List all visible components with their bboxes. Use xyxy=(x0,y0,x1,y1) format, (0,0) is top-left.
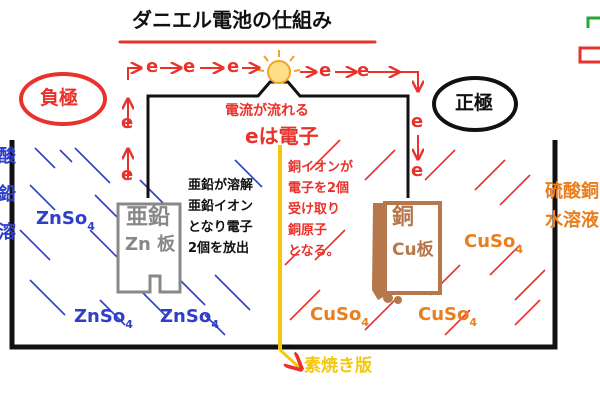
page-title: ダニエル電池の仕組み xyxy=(132,8,332,32)
zinc-note-line: 亜鉛イオン xyxy=(188,199,254,214)
zinc-plate xyxy=(116,202,182,294)
electron-label: e xyxy=(411,160,424,181)
zinc-note-line: 2個を放出 xyxy=(188,241,250,256)
zinc-plate-char: 亜鉛 xyxy=(126,205,171,230)
light-bulb-icon xyxy=(257,50,301,84)
right-solution-label-1: 硫酸銅 xyxy=(545,181,599,202)
left-solution-label-2: 鉛 xyxy=(0,184,16,205)
beaker-outline xyxy=(9,140,558,350)
zinc-plate-label: Zn 板 xyxy=(125,234,176,255)
znso4-label: ZnSo4 xyxy=(36,208,95,233)
electron-label: e xyxy=(227,56,240,77)
current-label: 電流が流れる xyxy=(225,103,309,119)
copper-note-line: となる。 xyxy=(288,244,340,259)
negative-pole-label: 負極 xyxy=(40,87,79,109)
left-solution-label-1: 酸 xyxy=(0,146,16,167)
cuso4-label: CuSo4 xyxy=(418,304,478,329)
copper-plate xyxy=(372,201,442,304)
copper-solution-hatching xyxy=(284,139,546,336)
left-solution-label-3: 溶 xyxy=(0,222,16,243)
electron-definition-label: eは電子 xyxy=(245,124,319,148)
electron-label: e xyxy=(183,56,196,77)
right-solution-label-2: 水溶液 xyxy=(545,210,599,231)
zinc-note-line: となり電子 xyxy=(188,220,253,235)
electron-label: e xyxy=(319,60,332,81)
copper-note-line: 銅原子 xyxy=(288,223,328,238)
copper-note-line: 銅イオンが xyxy=(288,160,354,175)
electron-label: e xyxy=(146,56,159,77)
separator-pointer-arrow xyxy=(278,348,300,368)
electron-label: e xyxy=(121,112,134,133)
copper-note-line: 電子を2個 xyxy=(288,181,350,196)
positive-pole-outline xyxy=(432,76,518,132)
electron-label: e xyxy=(411,111,424,132)
positive-pole-label: 正極 xyxy=(455,92,494,114)
zinc-reaction-note: 亜鉛が溶解 亜鉛イオン となり電子 2個を放出 xyxy=(188,175,253,259)
electron-label: e xyxy=(357,60,370,81)
copper-plate-label: Cu板 xyxy=(392,240,434,260)
copper-reaction-note: 銅イオンが 電子を2個 受け取り 銅原子 となる。 xyxy=(288,157,353,262)
znso4-label: ZnSo4 xyxy=(160,306,219,331)
znso4-label: ZnSo4 xyxy=(74,306,133,331)
negative-pole-outline xyxy=(19,72,107,126)
electron-flow-arrows xyxy=(128,68,418,178)
corner-mark-icon xyxy=(578,16,600,64)
cuso4-label: CuSo4 xyxy=(464,231,524,256)
copper-plate-char: 銅 xyxy=(392,205,415,230)
electron-label: e xyxy=(121,164,134,185)
cuso4-label: CuSo4 xyxy=(310,304,370,329)
copper-note-line: 受け取り xyxy=(288,202,341,217)
zinc-note-line: 亜鉛が溶解 xyxy=(188,178,254,193)
separator-label: 素焼き版 xyxy=(304,356,372,376)
